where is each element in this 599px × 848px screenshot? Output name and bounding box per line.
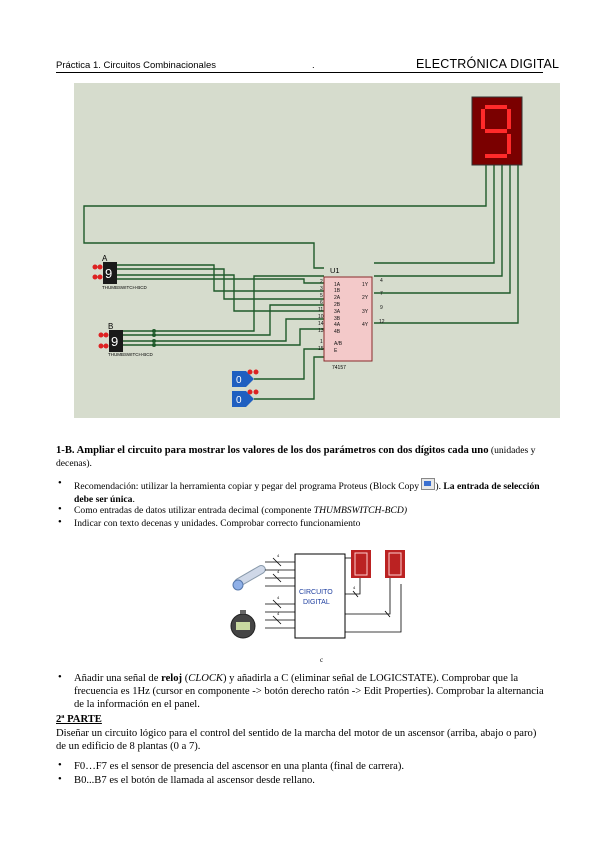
svg-text:4: 4	[353, 585, 356, 590]
pin-label: E	[334, 348, 338, 354]
section-1b-title-bold: 1-B. Ampliar el circuito para mostrar lo…	[56, 445, 489, 456]
header-dot: .	[312, 60, 315, 71]
figure-caption: c	[320, 656, 324, 664]
figure2-svg: 4 4 4 4 CIRCUITO DIGITAL 4	[230, 550, 405, 639]
pin-label: A/B	[334, 341, 343, 347]
pin-label: 2Y	[362, 295, 369, 301]
pin-number: 12	[379, 319, 385, 325]
pin-number: 10	[318, 314, 324, 320]
part2-title: 2ª PARTE	[56, 714, 102, 725]
pin-label: 4Y	[362, 322, 369, 328]
pin-number: 6	[320, 300, 323, 306]
junctions	[152, 329, 156, 347]
header-rule	[56, 72, 543, 73]
bullet1-bold: La entrada de selección debe ser única	[74, 481, 540, 506]
pin-number: 13	[318, 328, 324, 334]
thumbswitch-a: A 9 THUMBSWITCH-BCD	[92, 254, 147, 290]
chip-ref: U1	[330, 266, 340, 275]
bullet-dot: •	[58, 774, 62, 785]
pin-number: 2	[320, 279, 323, 285]
pin-number: 14	[318, 321, 324, 327]
switch-a-label: A	[102, 254, 108, 263]
stopwatch-icon	[230, 610, 256, 639]
pin-label: 3A	[334, 309, 341, 315]
header-right: ELECTRÓNICA DIGITAL	[416, 57, 560, 71]
schematic-svg: U1 74157 1A 1B 2A 2B 3A 3B 4A 4B A/B E 1…	[83, 96, 523, 407]
chip-part: 74157	[332, 365, 346, 371]
bullet-indicate: Indicar con texto decenas y unidades. Co…	[74, 518, 361, 529]
block-label-1: CIRCUITO	[299, 589, 333, 596]
part2-intro: Diseñar un circuito lógico para el contr…	[56, 728, 537, 753]
pin-number: 5	[320, 293, 323, 299]
pin-label: 1B	[334, 288, 341, 294]
input-wires	[116, 264, 324, 400]
figure-display-2	[385, 550, 405, 578]
figure-display-1	[351, 550, 371, 578]
pin-number: 9	[380, 305, 383, 311]
bullet1-text-b: ).	[435, 481, 444, 492]
bullet1-text: Recomendación: utilizar la herramienta c…	[74, 481, 422, 492]
svg-text:4: 4	[277, 553, 280, 558]
thermometer-icon	[232, 565, 266, 591]
part2-bullet-f: F0…F7 es el sensor de presencia del asce…	[74, 761, 405, 772]
svg-text:4: 4	[277, 569, 280, 574]
figure-circuit-block: 4 4 4 4 CIRCUITO DIGITAL 4	[225, 544, 425, 650]
bullet-dot: •	[58, 504, 62, 515]
thumbswitch-b: B 9 THUMBSWITCH-BCD	[98, 322, 153, 357]
svg-text:0: 0	[236, 375, 242, 386]
bullet-thumbswitch: Como entradas de datos utilizar entrada …	[74, 504, 544, 517]
pin-label: 1A	[334, 282, 341, 288]
pin-number: 15	[318, 346, 324, 352]
pin-label: 4A	[334, 322, 341, 328]
pin-label: 4B	[334, 329, 341, 335]
section-1b-title: 1-B. Ampliar el circuito para mostrar lo…	[56, 444, 546, 470]
pin-number: 11	[318, 307, 323, 313]
pin-label: 2B	[334, 302, 341, 308]
display-wires	[83, 165, 519, 324]
switch-a-caption: THUMBSWITCH-BCD	[102, 285, 147, 290]
proteus-schematic: U1 74157 1A 1B 2A 2B 3A 3B 4A 4B A/B E 1…	[74, 83, 560, 418]
svg-text:4: 4	[277, 611, 280, 616]
switch-b-label: B	[108, 322, 113, 331]
logicstate-2: 0	[232, 389, 259, 407]
header-left: Práctica 1. Circuitos Combinacionales	[56, 60, 216, 71]
bullet-dot: •	[58, 760, 62, 771]
clock-paragraph: Añadir una señal de reloj (CLOCK) y añad…	[74, 673, 544, 711]
circuito-digital-block	[294, 553, 346, 639]
bullet-dot: •	[58, 478, 62, 489]
seven-segment-display	[471, 96, 523, 166]
pin-label: 3Y	[362, 309, 369, 315]
switch-b-caption: THUMBSWITCH-BCD	[108, 352, 153, 357]
pin-label: 1Y	[362, 282, 369, 288]
switch-b-value: 9	[111, 334, 118, 349]
pin-label: 2A	[334, 295, 341, 301]
bullet-dot: •	[58, 517, 62, 528]
pin-number: 3	[320, 286, 323, 292]
section-1b-title-tail: (unidades y decenas).	[56, 445, 536, 470]
svg-text:4: 4	[277, 595, 280, 600]
bullet1-end: .	[132, 494, 135, 506]
bullet2-text: Como entradas de datos utilizar entrada …	[74, 505, 314, 516]
pin-label: 3B	[334, 316, 341, 322]
bullet-dot: •	[58, 672, 62, 683]
bullet-recommendation: Recomendación: utilizar la herramienta c…	[74, 478, 544, 506]
pin-number: 7	[380, 291, 383, 297]
part2-bullet-b: B0...B7 es el botón de llamada al ascens…	[74, 775, 315, 786]
switch-a-value: 9	[105, 266, 112, 281]
pin-number: 4	[380, 278, 383, 284]
svg-text:0: 0	[236, 395, 242, 406]
bullet2-italic: THUMBSWITCH-BCD)	[313, 505, 408, 516]
pin-number: 1	[320, 339, 323, 345]
block-label-2: DIGITAL	[303, 599, 330, 606]
logicstate-1: 0	[232, 369, 259, 387]
block-copy-icon	[421, 478, 436, 490]
chip-74157: U1 74157 1A 1B 2A 2B 3A 3B 4A 4B A/B E 1…	[318, 266, 385, 371]
